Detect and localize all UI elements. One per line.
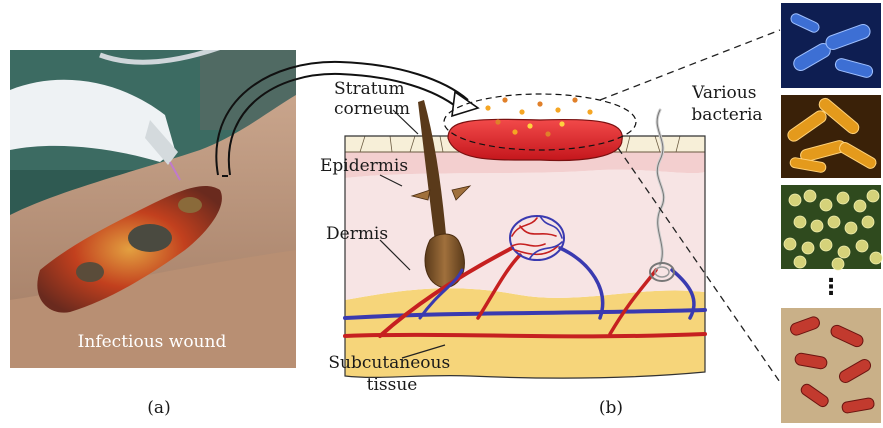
bacteria-tiles [781,3,882,423]
label-stratum-line2: corneum [334,99,410,119]
photo-label: Infectious wound [78,332,227,352]
vertical-ellipsis: ⋮ [820,275,842,300]
bacteria-tile-4 [781,308,881,423]
wound-photo [10,40,296,368]
label-subcutaneous-line1: Subcutaneous [328,353,450,373]
arrow-head [452,92,478,116]
label-epidermis: Epidermis [320,156,408,176]
label-stratum-line1: Stratum [334,79,405,99]
label-subcutaneous-line2: tissue [367,375,418,395]
caption-a: (a) [147,398,170,418]
bacteria-tile-1 [781,3,881,88]
label-dermis: Dermis [326,224,388,244]
bacteria-tile-2 [781,95,881,178]
bacteria-tile-3 [781,185,882,270]
caption-b: (b) [599,398,623,418]
label-bacteria-line1: Various [691,83,756,103]
label-stratum: Stratum corneum [334,79,410,119]
label-bacteria: Various bacteria [691,83,762,125]
label-bacteria-line2: bacteria [691,105,762,125]
